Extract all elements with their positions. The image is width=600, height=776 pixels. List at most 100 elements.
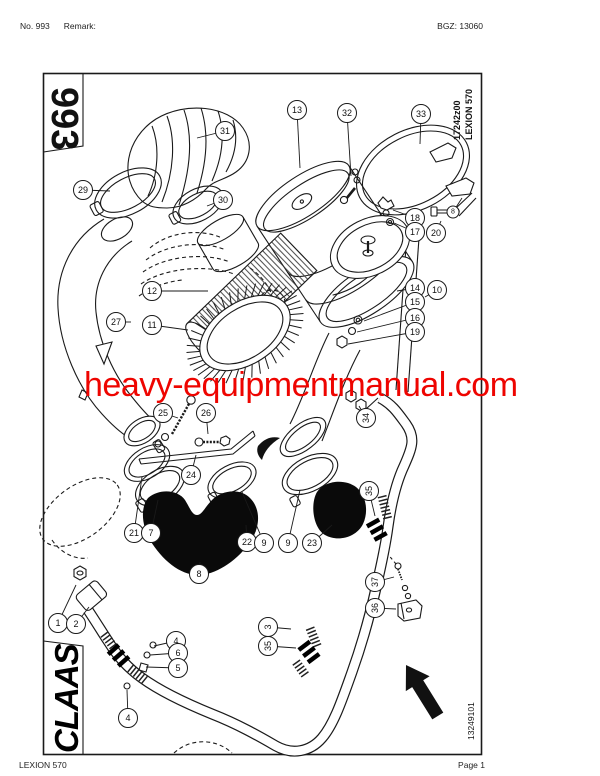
svg-text:22: 22: [242, 537, 252, 547]
callout-35: 35: [258, 636, 297, 656]
callout-32: 32: [337, 103, 357, 177]
callout-16: 16: [356, 308, 425, 333]
callout-35: 35: [359, 481, 379, 517]
clamp-21: [123, 439, 171, 482]
drawing-code: 17242z00: [452, 100, 462, 140]
callout-10: 10: [424, 280, 447, 300]
callout-9: 9: [241, 491, 274, 553]
callout-14: 14: [396, 278, 425, 298]
svg-text:35: 35: [263, 641, 273, 651]
svg-text:12: 12: [147, 286, 157, 296]
svg-text:19: 19: [410, 327, 420, 337]
precleaner-ring: [186, 282, 304, 384]
bracket-hardware: [394, 562, 423, 622]
rubber-elbow-8: [142, 491, 259, 575]
clamp-29: [89, 167, 162, 219]
svg-text:9: 9: [261, 538, 266, 548]
model-code: LEXION 570: [464, 89, 474, 140]
svg-text:9: 9: [285, 538, 290, 548]
phantom-muffler: [39, 477, 233, 754]
rubber-elbow-23: [313, 481, 367, 539]
callout-21: 21: [124, 476, 144, 543]
svg-text:25: 25: [158, 408, 168, 418]
svg-text:8: 8: [451, 209, 455, 216]
ref-number: 13249101: [466, 702, 476, 740]
svg-text:26: 26: [201, 408, 211, 418]
callout-2: 2: [66, 606, 90, 634]
svg-text:32: 32: [342, 108, 352, 118]
callout-20: 20: [426, 220, 446, 243]
drawing-frame: [42, 72, 483, 756]
svg-text:34: 34: [361, 413, 371, 423]
callout-5: 5: [145, 658, 188, 678]
callout-18: 18: [392, 208, 425, 228]
callout-36: 36: [365, 598, 397, 618]
svg-text:4: 4: [173, 636, 178, 646]
cover-bolt: [339, 168, 361, 205]
svg-text:30: 30: [218, 195, 228, 205]
callout-26: 26: [196, 403, 216, 435]
svg-text:6: 6: [175, 648, 180, 658]
svg-text:24: 24: [186, 470, 196, 480]
svg-text:29: 29: [78, 185, 88, 195]
callout-3: 3: [258, 617, 292, 637]
claas-logo: CLAAS: [48, 643, 85, 753]
svg-text:7: 7: [148, 528, 153, 538]
svg-text:14: 14: [410, 283, 420, 293]
callout-33: 33: [411, 104, 431, 145]
sheet-number: 993: [43, 87, 85, 150]
callout-12: 12: [142, 281, 208, 301]
callout-13: 13: [287, 100, 307, 169]
callout-9: 9: [278, 489, 301, 553]
svg-text:1: 1: [55, 618, 60, 628]
hose-fitting-34: [345, 389, 379, 412]
outlet-neck: [257, 332, 361, 460]
callout-30: 30: [206, 190, 233, 210]
svg-text:18: 18: [410, 213, 420, 223]
svg-text:8: 8: [196, 569, 201, 579]
callout-4: 4: [118, 689, 138, 728]
mounting-band: [355, 124, 475, 217]
callout-23: 23: [302, 524, 333, 553]
svg-text:5: 5: [175, 663, 180, 673]
watermark: heavy-equipmentmanual.com: [84, 366, 518, 404]
corrugated-elbow: [127, 107, 250, 209]
callout-25: 25: [153, 403, 179, 423]
callout-17: 17: [393, 222, 425, 242]
remark-label: Remark:: [63, 21, 96, 31]
intake-pipe: [57, 216, 161, 447]
bgz-number: BGZ: 13060: [437, 21, 483, 31]
direction-arrow-icon: [405, 665, 444, 720]
svg-text:15: 15: [410, 297, 420, 307]
callout-19: 19: [347, 322, 425, 345]
svg-text:21: 21: [129, 528, 139, 538]
clamp-9b: [281, 452, 339, 508]
svg-text:36: 36: [370, 603, 380, 613]
svg-text:33: 33: [416, 109, 426, 119]
callout-27: 27: [106, 312, 131, 332]
svg-text:35: 35: [364, 486, 374, 496]
callout-8: 8: [189, 561, 209, 584]
svg-text:27: 27: [111, 317, 121, 327]
svg-text:17: 17: [410, 227, 420, 237]
svg-text:16: 16: [410, 313, 420, 323]
callout-29: 29: [73, 180, 111, 200]
dust-hose: [83, 393, 418, 757]
svg-text:20: 20: [431, 228, 441, 238]
svg-text:23: 23: [307, 538, 317, 548]
footer-page: Page 1: [458, 760, 485, 770]
svg-text:31: 31: [220, 126, 230, 136]
svg-text:11: 11: [147, 320, 156, 330]
air-cleaner-canister: [255, 160, 415, 328]
callout-24: 24: [181, 454, 201, 485]
callout-22: 22: [237, 524, 257, 552]
callout-8: 8: [446, 197, 463, 219]
svg-text:3: 3: [263, 624, 273, 629]
callout-11: 11: [142, 315, 189, 335]
hose-fittings: [73, 565, 157, 690]
svg-text:37: 37: [370, 577, 380, 587]
